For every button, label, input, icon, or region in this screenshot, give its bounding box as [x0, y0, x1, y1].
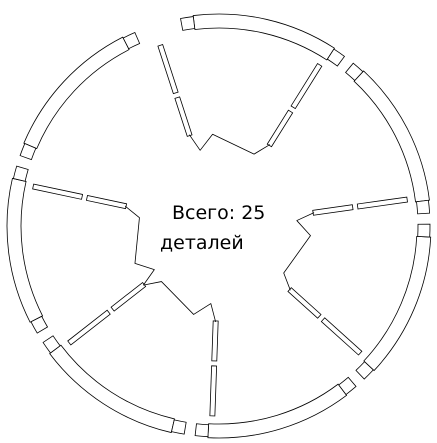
connector-bar — [266, 109, 294, 148]
connector-bar — [356, 196, 408, 210]
connector-bar — [110, 281, 147, 312]
arc-tab — [194, 423, 210, 438]
connector-bars — [32, 44, 408, 417]
arc-tab — [355, 361, 374, 380]
arc-tab — [338, 376, 357, 396]
arc-tab — [171, 419, 187, 435]
connector-bar — [157, 44, 179, 95]
arc-segments — [6, 13, 432, 439]
connector-bar — [312, 204, 354, 216]
connector-bar — [67, 309, 111, 346]
arc-tab — [122, 31, 141, 50]
connector-links — [124, 133, 315, 323]
total-count-unit: деталей — [160, 232, 244, 254]
arc-tab — [30, 315, 49, 334]
connector-bar — [290, 62, 323, 110]
arc-segment — [363, 235, 432, 372]
arc-tab — [180, 16, 196, 31]
connector-bar — [320, 317, 363, 356]
connector-bar — [287, 287, 322, 319]
arc-tab — [12, 165, 29, 182]
arc-segment — [23, 36, 130, 150]
arc-segment — [49, 344, 175, 434]
arc-segment — [353, 70, 430, 203]
connector-bar — [85, 195, 128, 210]
connector-bar — [209, 365, 218, 417]
connector-bar — [174, 96, 193, 137]
connector-bar — [32, 183, 84, 200]
zigzag-link — [124, 205, 155, 286]
arc-segment — [192, 13, 336, 61]
arc-segment — [6, 177, 44, 323]
arc-tab — [19, 143, 37, 161]
zigzag-link — [189, 133, 271, 155]
arc-tab — [42, 335, 61, 354]
connector-bar — [211, 320, 219, 362]
zigzag-link — [283, 212, 315, 291]
arc-tab — [417, 223, 431, 238]
zigzag-link — [143, 281, 217, 323]
arc-tab — [326, 48, 346, 67]
arc-tab — [416, 199, 431, 215]
total-count-line: Всего: 25 — [172, 202, 265, 224]
arc-segment — [207, 383, 348, 439]
arc-tab — [345, 62, 364, 82]
